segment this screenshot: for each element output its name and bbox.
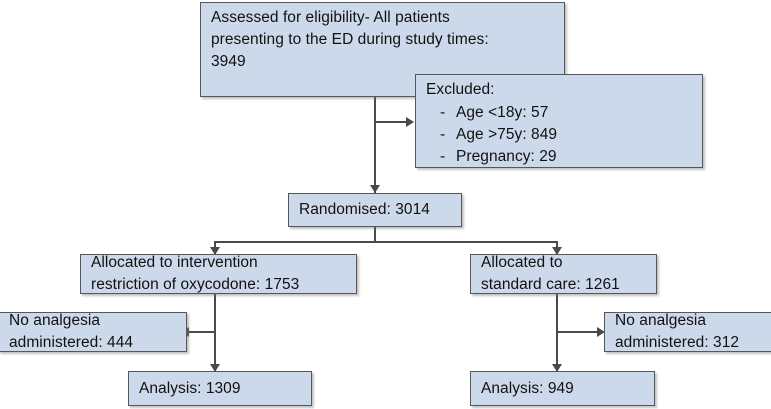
excluded-title: Excluded: <box>426 81 495 98</box>
no-analgesia-left-line-2: administered: 444 <box>9 334 134 351</box>
excluded-item-text: Age >75y: 849 <box>456 126 558 143</box>
node-randomised: Randomised: 3014 <box>288 193 462 227</box>
excluded-item: - Pregnancy: 29 <box>426 146 694 168</box>
node-no-analgesia-standard: No analgesia administered: 312 <box>604 312 771 352</box>
randomised-label: Randomised: 3014 <box>299 201 430 218</box>
assessed-line-1: Assessed for eligibility- All patients <box>211 9 450 26</box>
no-analgesia-left-line-1: No analgesia <box>9 312 101 329</box>
excluded-item: - Age >75y: 849 <box>426 124 694 146</box>
no-analgesia-right-line-1: No analgesia <box>615 312 707 329</box>
analysis-left-label: Analysis: 1309 <box>139 379 241 397</box>
alloc-intervention-line-2: restriction of oxycodone: 1753 <box>91 276 300 293</box>
excluded-bullet-dash: - <box>440 104 446 121</box>
connector-left-no-analgesia <box>188 331 216 333</box>
assessed-line-3: 3949 <box>211 53 246 70</box>
arrowhead-alloc-intervention <box>210 247 220 255</box>
analysis-right-label: Analysis: 949 <box>481 379 574 397</box>
node-no-analgesia-intervention: No analgesia administered: 444 <box>0 312 187 352</box>
arrowhead-analysis-right <box>552 364 562 372</box>
connector-randomised-stem <box>374 227 376 242</box>
arrowhead-randomised <box>370 185 380 193</box>
arrowhead-excluded <box>406 117 414 127</box>
connector-to-excluded <box>374 121 412 123</box>
excluded-item-text: Pregnancy: 29 <box>456 148 557 165</box>
excluded-item: - Age <18y: 57 <box>426 102 694 124</box>
excluded-bullet-dash: - <box>440 148 446 165</box>
connector-assessed-to-randomised <box>374 97 376 193</box>
arrowhead-no-analgesia-right <box>597 327 605 337</box>
alloc-standard-line-2: standard care: 1261 <box>481 276 620 293</box>
node-allocated-standard-care: Allocated to standard care: 1261 <box>470 254 657 294</box>
no-analgesia-right-line-2: administered: 312 <box>615 334 740 351</box>
assessed-line-2: presenting to the ED during study times: <box>211 31 489 48</box>
excluded-item-text: Age <18y: 57 <box>456 104 549 121</box>
node-excluded: Excluded: - Age <18y: 57 - Age >75y: 849… <box>415 74 703 168</box>
arrowhead-alloc-standard <box>552 247 562 255</box>
connector-split-bar <box>215 241 558 243</box>
connector-right-no-analgesia <box>556 331 599 333</box>
alloc-standard-line-1: Allocated to <box>481 254 563 271</box>
node-analysis-standard: Analysis: 949 <box>470 371 655 406</box>
excluded-bullet-dash: - <box>440 126 446 143</box>
arrowhead-analysis-left <box>210 364 220 372</box>
node-analysis-intervention: Analysis: 1309 <box>128 371 312 406</box>
alloc-intervention-line-1: Allocated to intervention <box>91 254 258 271</box>
node-allocated-intervention: Allocated to intervention restriction of… <box>80 254 357 294</box>
